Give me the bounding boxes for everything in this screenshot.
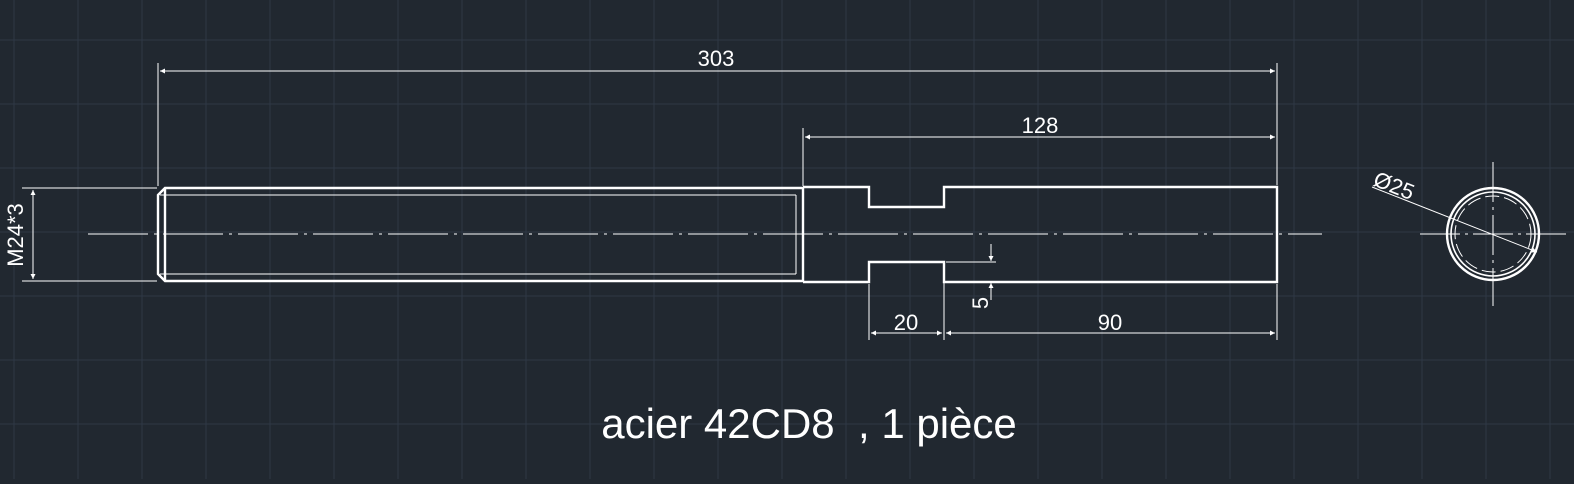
end-view-thread-circle <box>1454 195 1532 273</box>
body-top-profile <box>803 185 1279 284</box>
dim-text-groove-depth: 5 <box>968 297 993 309</box>
material-note: acier 42CD8 , 1 pièce <box>601 400 1017 447</box>
end-view <box>1445 186 1541 282</box>
centerlines <box>88 162 1566 306</box>
shaft-profile <box>156 185 1279 284</box>
dim-text-right-section-length: 128 <box>1022 113 1059 138</box>
end-view-outer-circle <box>1445 186 1541 282</box>
dim-text-thread-size: M24*3 <box>3 203 28 267</box>
dim-text-right-end-length: 90 <box>1098 310 1122 335</box>
end-view-inner-circle <box>1450 191 1536 277</box>
dim-line-diameter <box>1371 186 1538 253</box>
dim-text-diameter: Ø25 <box>1370 166 1418 205</box>
dim-text-groove-width: 20 <box>894 310 918 335</box>
dimension-lines <box>22 63 1538 340</box>
thread-root-lines <box>160 194 797 275</box>
dim-text-overall-length: 303 <box>698 46 735 71</box>
